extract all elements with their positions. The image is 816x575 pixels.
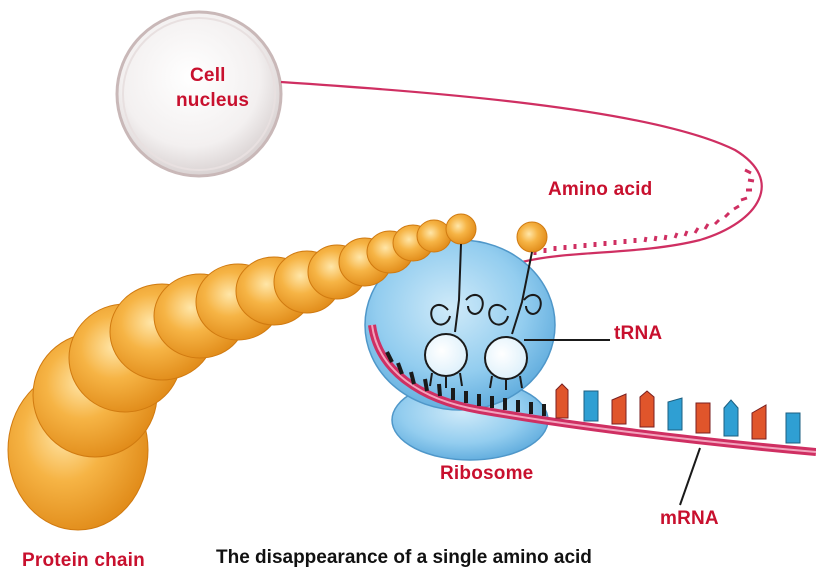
bound-amino-acid <box>446 214 476 244</box>
free-amino-acid <box>517 222 547 252</box>
ribosome-label: Ribosome <box>440 462 533 486</box>
mrna-leader-line <box>680 448 700 505</box>
cell-nucleus-label-line1: Cell <box>190 64 226 88</box>
mrna-label: mRNA <box>660 507 719 531</box>
cell-nucleus-label-line2: nucleus <box>176 89 249 113</box>
trna-label: tRNA <box>614 322 662 346</box>
protein-chain-label: Protein chain <box>22 549 145 573</box>
amino-acid-label: Amino acid <box>548 178 652 202</box>
diagram-caption: The disappearance of a single amino acid <box>216 546 592 570</box>
